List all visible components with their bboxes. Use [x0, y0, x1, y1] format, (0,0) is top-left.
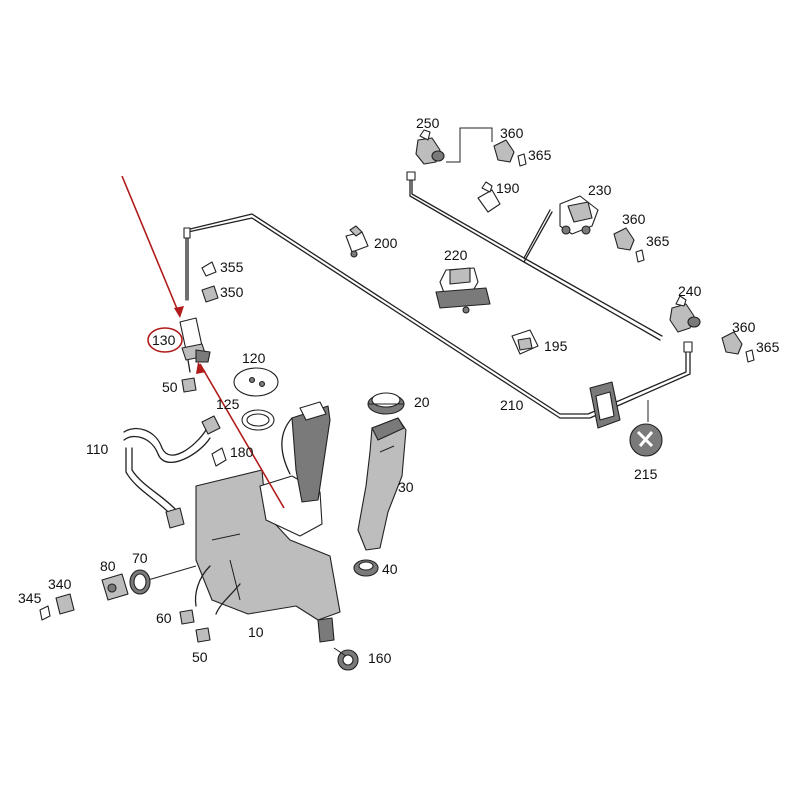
label-360b: 360 — [622, 211, 646, 227]
label-10: 10 — [248, 624, 264, 640]
washer-nozzle-240 — [669, 295, 701, 333]
label-360a: 360 — [500, 125, 524, 141]
nozzle-adapter-360c — [721, 331, 755, 363]
label-365b: 365 — [646, 233, 670, 249]
highlight-arrows — [121, 175, 285, 509]
highlight-circle-130 — [147, 327, 183, 353]
grommet-60 — [179, 609, 195, 625]
pump-80 — [101, 573, 129, 601]
washer-nozzle-250 — [415, 129, 445, 165]
hose-110 — [123, 415, 221, 529]
label-20: 20 — [414, 394, 430, 410]
label-240: 240 — [678, 283, 702, 299]
label-160: 160 — [368, 650, 392, 666]
grommet-40 — [353, 559, 379, 577]
label-40: 40 — [382, 561, 398, 577]
label-210: 210 — [500, 397, 524, 413]
hose-clip-200 — [345, 225, 369, 258]
label-30: 30 — [398, 479, 414, 495]
grommet-215 — [589, 381, 663, 457]
label-50a: 50 — [162, 379, 178, 395]
label-220: 220 — [444, 247, 468, 263]
label-195: 195 — [544, 338, 568, 354]
hose-clip-195 — [511, 329, 539, 355]
label-350: 350 — [220, 284, 244, 300]
part-345 — [39, 605, 51, 621]
washer-nozzle-230 — [559, 195, 599, 235]
filler-cap-20 — [367, 392, 405, 415]
label-345: 345 — [18, 590, 42, 606]
label-180: 180 — [230, 444, 254, 460]
washer-hose-line — [183, 127, 693, 419]
label-120: 120 — [242, 350, 266, 366]
label-50b: 50 — [192, 649, 208, 665]
hose-clip-190 — [477, 181, 501, 213]
label-190: 190 — [496, 180, 520, 196]
clip-180 — [211, 447, 227, 467]
nozzle-adapter-360a — [493, 139, 527, 167]
label-360c: 360 — [732, 319, 756, 335]
nozzle-adapter-360b — [613, 227, 645, 263]
label-230: 230 — [588, 182, 612, 198]
cap-120 — [233, 367, 279, 397]
reservoir-10 — [195, 401, 341, 643]
label-80: 80 — [100, 558, 116, 574]
bolt-160 — [333, 647, 359, 671]
label-365c: 365 — [756, 339, 780, 355]
label-60: 60 — [156, 610, 172, 626]
label-200: 200 — [374, 235, 398, 251]
label-70: 70 — [132, 550, 148, 566]
pump-parts — [179, 261, 219, 393]
label-130: 130 — [152, 332, 176, 348]
label-250: 250 — [416, 115, 440, 131]
label-365a: 365 — [528, 147, 552, 163]
grommet-50b — [195, 627, 211, 643]
filler-neck-30 — [357, 417, 407, 551]
label-125: 125 — [216, 396, 240, 412]
label-215: 215 — [634, 466, 658, 482]
hose-bracket-220 — [435, 267, 491, 314]
seal-125 — [241, 409, 275, 431]
label-355: 355 — [220, 259, 244, 275]
label-110: 110 — [86, 441, 109, 457]
label-340: 340 — [48, 576, 72, 592]
part-340 — [55, 593, 75, 615]
grommet-70 — [129, 569, 151, 595]
